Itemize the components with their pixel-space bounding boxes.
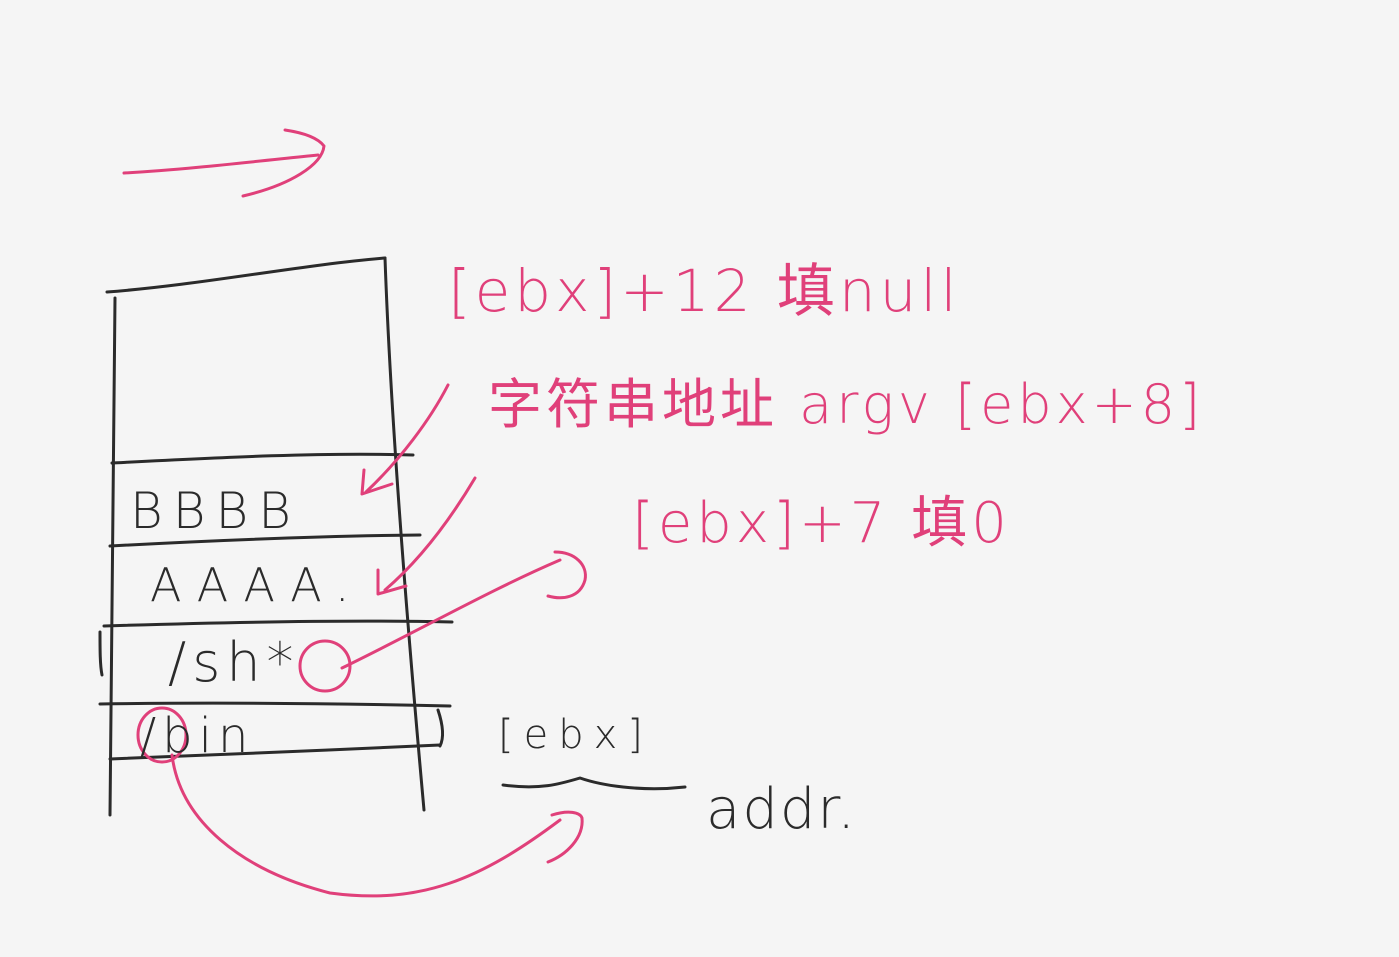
addr-label: addr.: [706, 777, 858, 842]
stack-cell-bin: /bin: [140, 708, 255, 764]
annotation-null: [ebx]+12 填null: [448, 257, 961, 325]
stack-cell-bbbb: BBBB: [130, 482, 301, 540]
ebx-underline-brace: [501, 776, 687, 791]
sh-last-byte-circle: [298, 639, 352, 693]
zero-pointer-arrow: [340, 550, 587, 670]
stack-box: [98, 256, 454, 817]
bin-to-addr-arrow: [170, 753, 584, 898]
direction-arrow: [122, 128, 326, 198]
null-pointer-arrow: [360, 383, 450, 496]
annotation-argv: 字符串地址 argv [ebx+8]: [488, 373, 1205, 436]
stack-cell-aaaa: AAAA.: [150, 558, 364, 612]
ebx-label: [ebx]: [498, 712, 653, 758]
annotation-zero: [ebx]+7 填0: [632, 491, 1011, 556]
bin-first-byte-circle: [136, 706, 188, 764]
argv-pointer-arrow: [376, 476, 477, 596]
stack-cell-sh: /sh*: [168, 631, 300, 694]
